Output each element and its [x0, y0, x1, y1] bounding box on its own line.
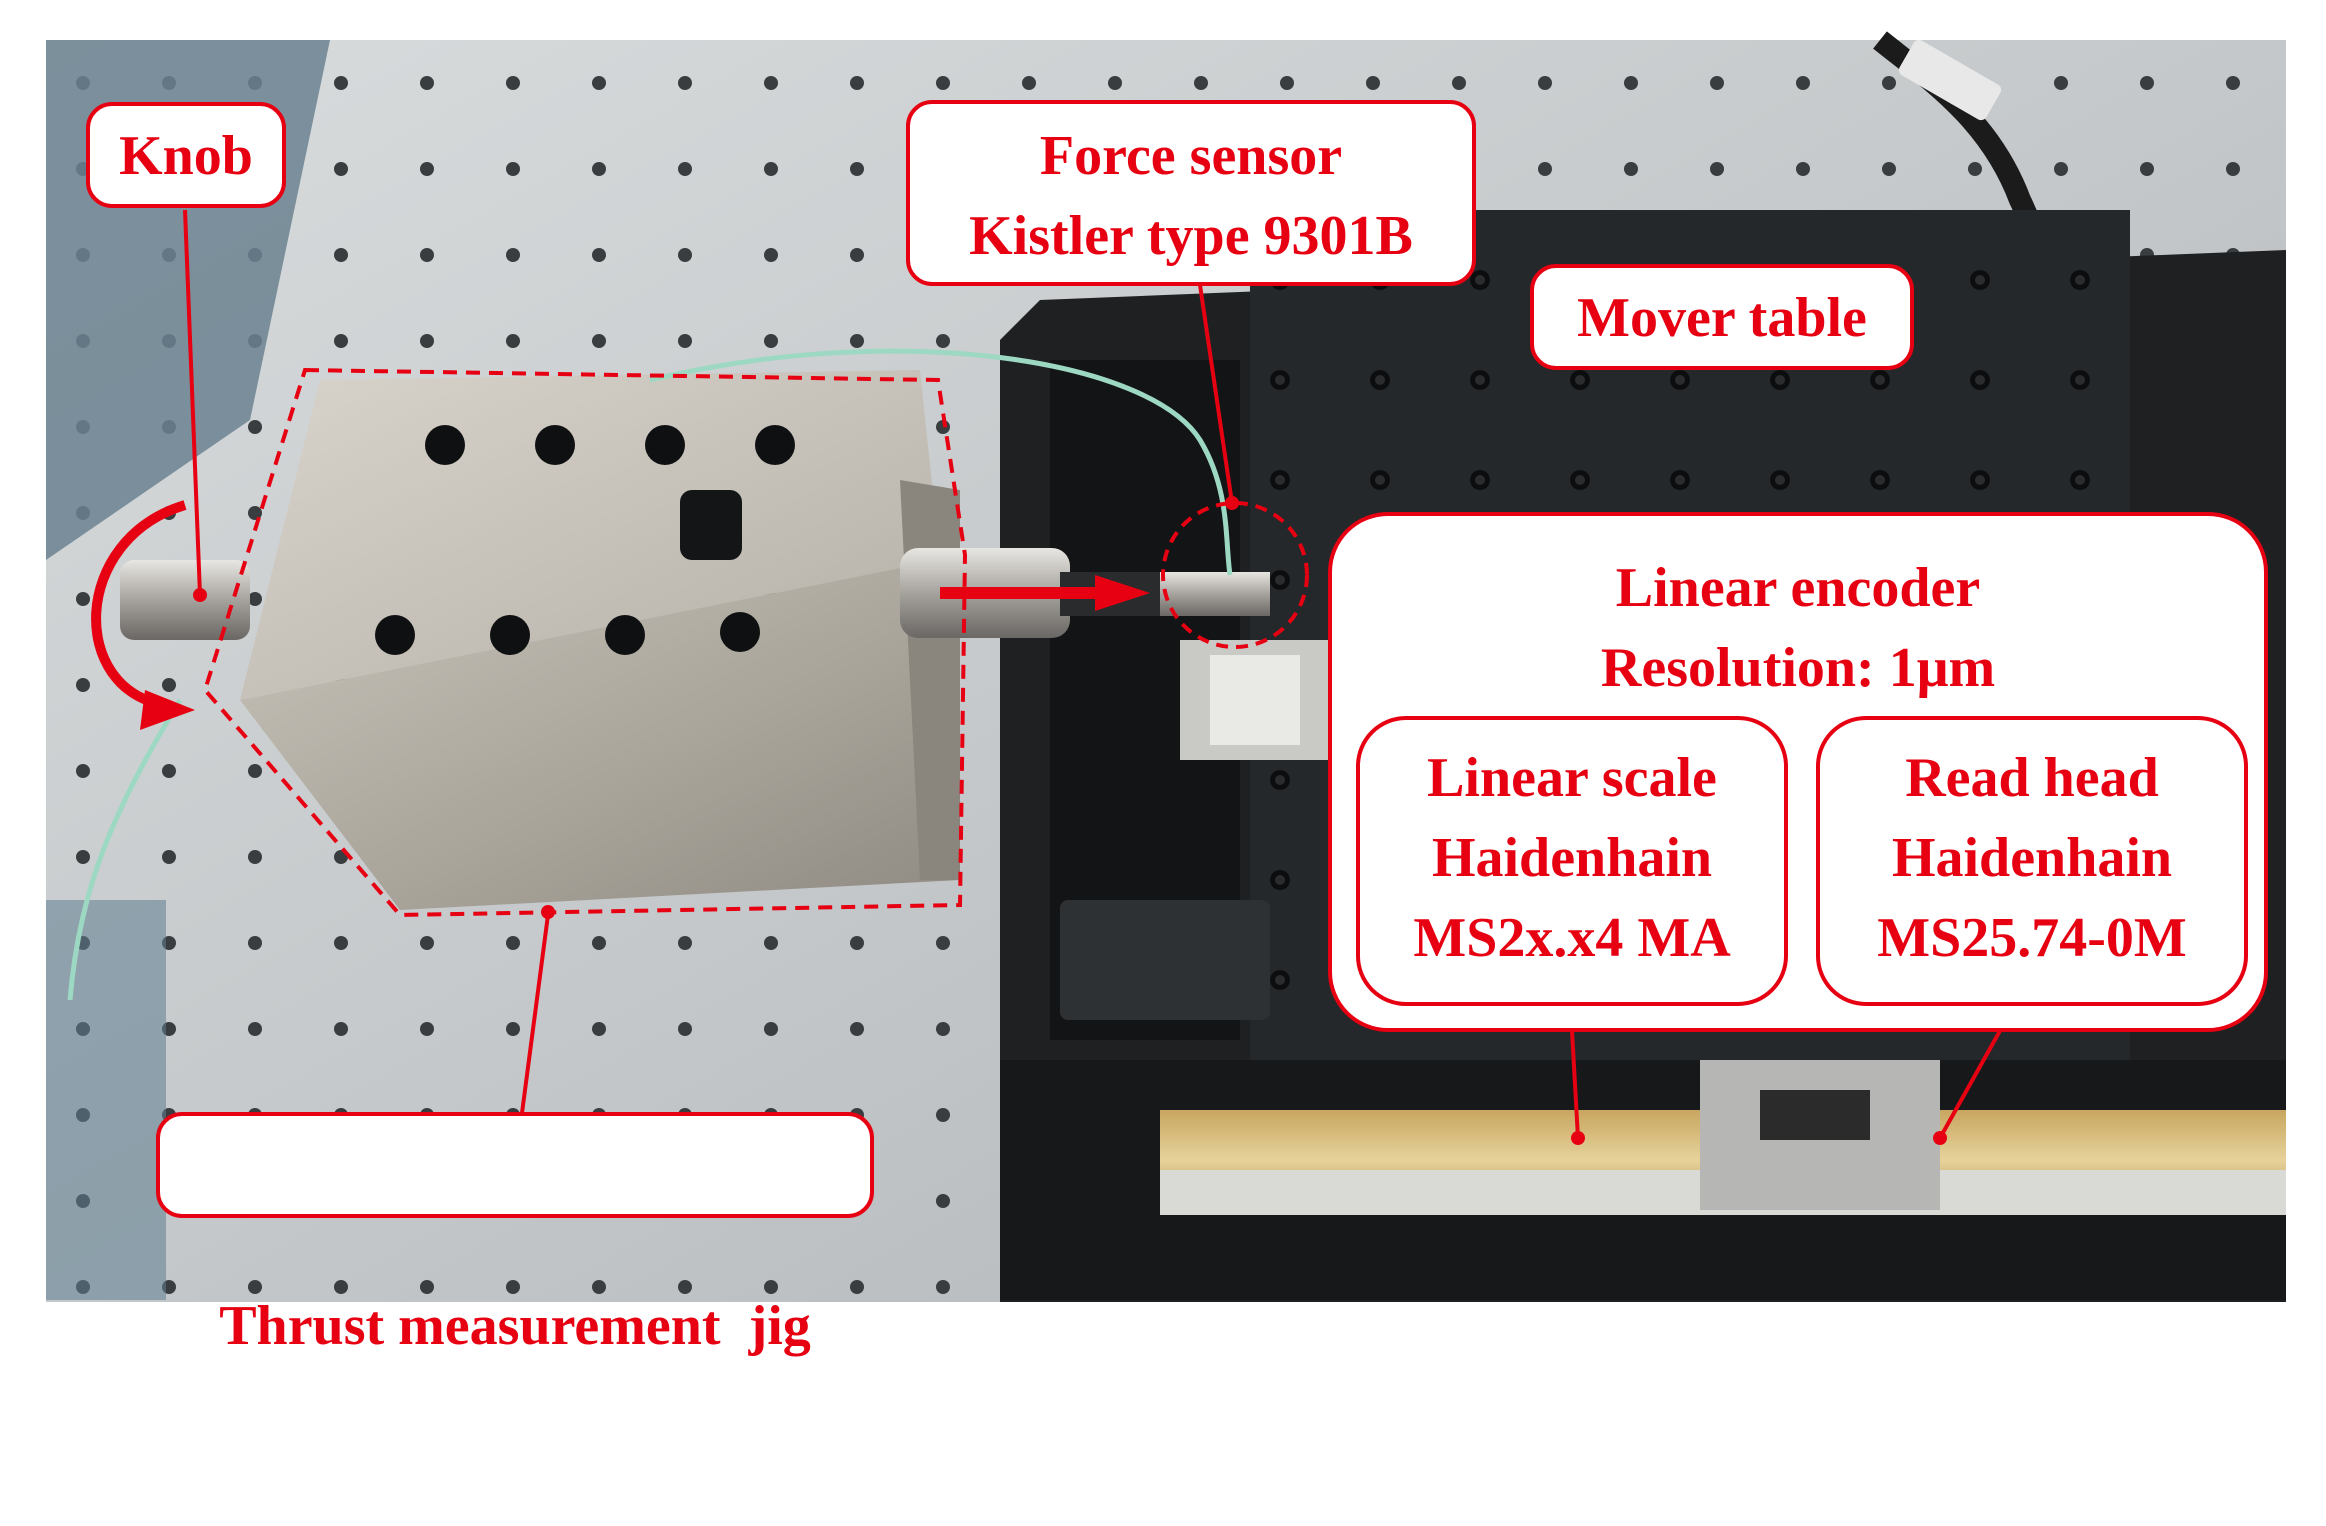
mover-table-label-text: Mover table	[1577, 287, 1867, 349]
linear-encoder-resolution: Resolution: 1μm	[1600, 637, 1996, 699]
force-sensor-line2: Kistler type 9301B	[969, 205, 1413, 267]
knob-label: Knob	[86, 102, 286, 208]
linear-encoder-title: Linear encoder Resolution: 1μm	[1332, 548, 2264, 708]
mover-table-label: Mover table	[1530, 264, 1914, 370]
read-head-line3: MS25.74-0M	[1877, 907, 2187, 969]
knob-label-text: Knob	[119, 125, 253, 187]
linear-scale-line2: Haidenhain	[1431, 827, 1713, 889]
thrust-jig-label: Thrust measurement jig	[156, 1112, 874, 1357]
read-head-label: Read head Haidenhain MS25.74-0M	[1816, 716, 2248, 1006]
linear-scale-line1: Linear scale	[1427, 747, 1717, 809]
linear-encoder-line1: Linear encoder	[1615, 557, 1981, 619]
figure: Knob Force sensor Kistler type 9301B Mov…	[46, 31, 2286, 1357]
read-head-line2: Haidenhain	[1891, 827, 2173, 889]
linear-scale-label: Linear scale Haidenhain MS2x.x4 MA	[1356, 716, 1788, 1006]
thrust-jig-label-text: Thrust measurement jig	[219, 1295, 811, 1357]
force-sensor-label: Force sensor Kistler type 9301B	[906, 100, 1476, 286]
force-sensor-line1: Force sensor	[1039, 125, 1343, 187]
read-head-line1: Read head	[1905, 747, 2159, 809]
linear-encoder-label: Linear encoder Resolution: 1μm Linear sc…	[1328, 512, 2268, 1032]
linear-scale-line3: MS2x.x4 MA	[1413, 907, 1731, 969]
